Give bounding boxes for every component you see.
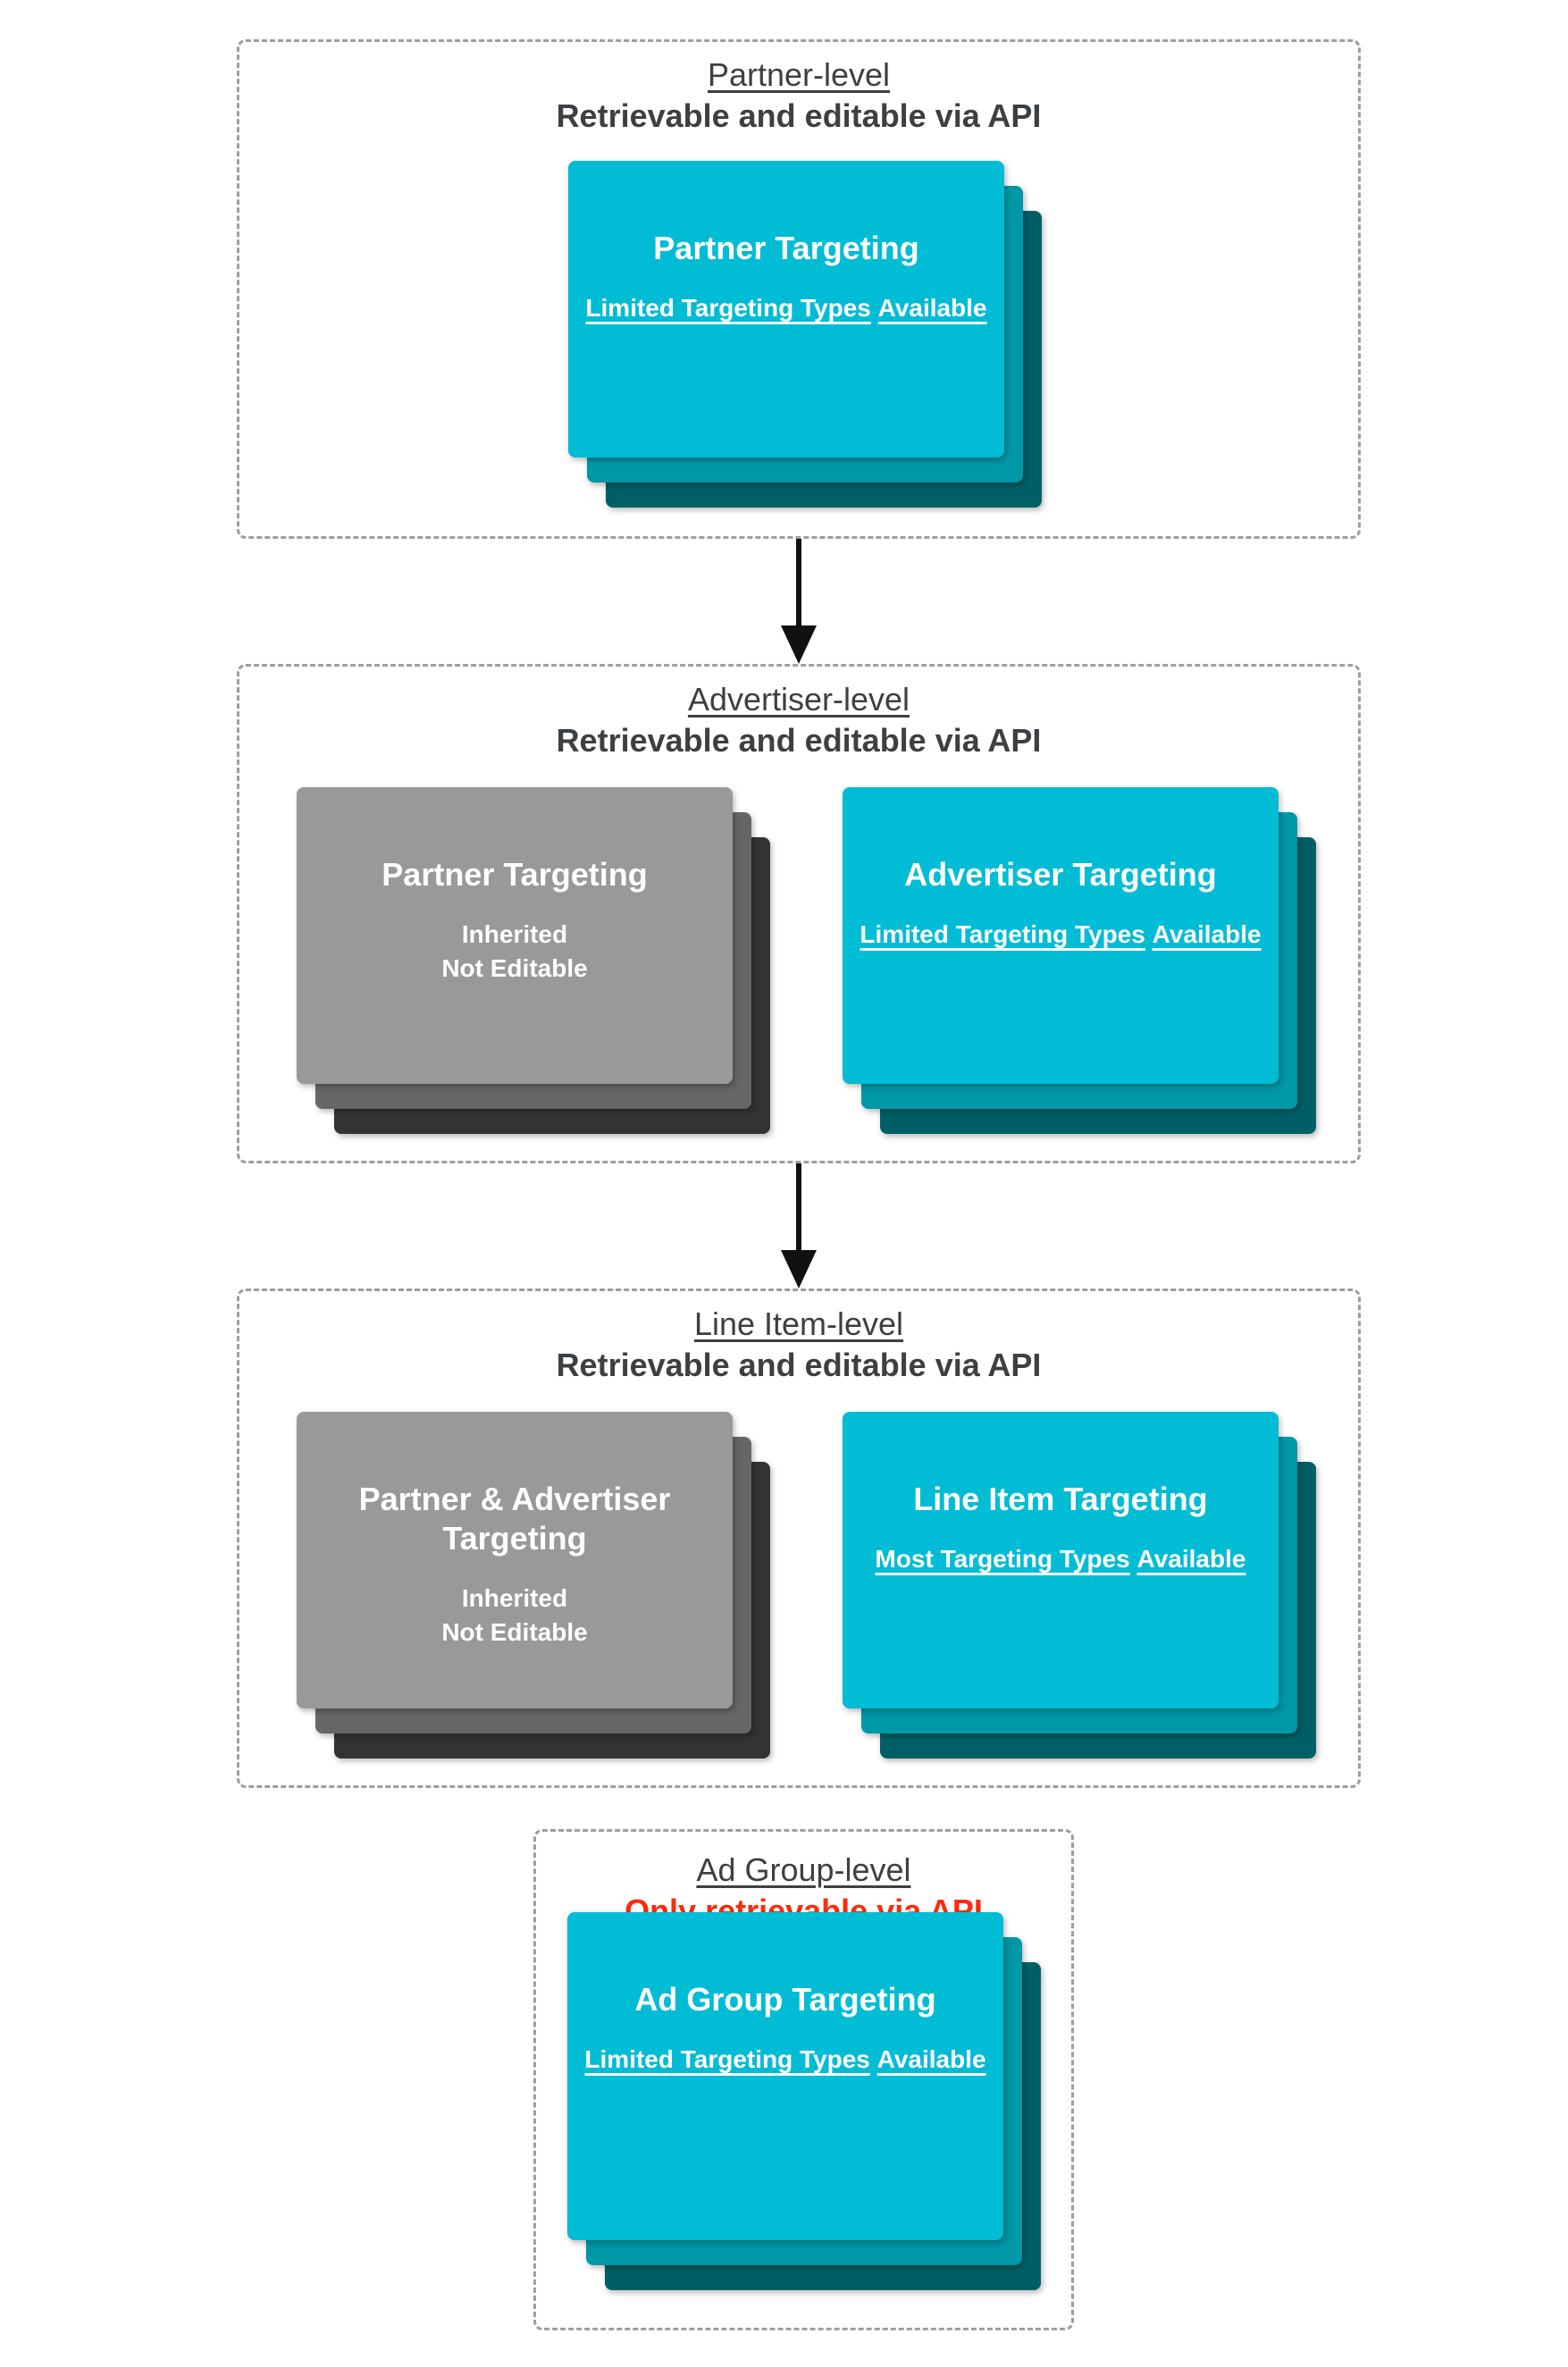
- arrow-head-icon: [781, 625, 817, 664]
- card-title: Partner Targeting: [297, 855, 733, 894]
- section-subtitle: Retrievable and editable via API: [556, 722, 1042, 759]
- section-header: Advertiser-level Retrievable and editabl…: [239, 679, 1358, 761]
- section-title: Advertiser-level: [687, 681, 910, 718]
- section-partner-level: Partner-level Retrievable and editable v…: [237, 39, 1361, 539]
- card-body: Most Targeting Types Available: [843, 1542, 1279, 1576]
- section-title: Ad Group-level: [696, 1851, 911, 1888]
- card-line-item-targeting: Line Item Targeting Most Targeting Types…: [843, 1412, 1279, 1708]
- card-body-line: Most Targeting Types: [875, 1545, 1130, 1573]
- card-title-line: Partner Targeting: [653, 230, 919, 266]
- card-title-line: Partner & Advertiser: [358, 1481, 671, 1517]
- card-body-line: Available: [1152, 920, 1262, 948]
- arrow-shaft: [796, 1163, 801, 1252]
- card-title: Ad Group Targeting: [567, 1980, 1003, 2019]
- card-body-line: Inherited: [461, 1584, 568, 1612]
- card-body-line: Limited Targeting Types: [584, 2045, 870, 2073]
- section-header: Partner-level Retrievable and editable v…: [239, 55, 1358, 137]
- section-line-item-level: Line Item-level Retrievable and editable…: [237, 1288, 1361, 1788]
- card-body-line: Limited Targeting Types: [859, 920, 1145, 948]
- card-body-line: Not Editable: [441, 954, 588, 982]
- section-subtitle: Retrievable and editable via API: [556, 1347, 1042, 1383]
- card-stack-advertiser-targeting: Advertiser Targeting Limited Targeting T…: [843, 787, 1316, 1134]
- card-stack-line-item-targeting: Line Item Targeting Most Targeting Types…: [843, 1412, 1316, 1758]
- card-body-line: Not Editable: [441, 1618, 588, 1646]
- section-header: Ad Group-level Only retrievable via API: [536, 1850, 1071, 1932]
- card-body: Inherited Not Editable: [297, 1582, 733, 1649]
- card-title: Partner Targeting: [568, 229, 1004, 268]
- card-title-line: Advertiser Targeting: [904, 856, 1217, 893]
- card-body: Limited Targeting Types Available: [568, 291, 1004, 325]
- card-title-line: Ad Group Targeting: [634, 1981, 936, 2018]
- card-stack-inherited-partner-targeting: Partner Targeting Inherited Not Editable: [297, 787, 770, 1134]
- card-title: Advertiser Targeting: [843, 855, 1279, 894]
- card-body-line: Available: [876, 2045, 986, 2073]
- card-stack-ad-group-targeting: Ad Group Targeting Limited Targeting Typ…: [567, 1912, 1041, 2290]
- card-body-line: Inherited: [461, 920, 568, 948]
- section-title: Line Item-level: [693, 1305, 904, 1342]
- arrow-shaft: [796, 539, 801, 627]
- card-body-line: Available: [1136, 1545, 1246, 1573]
- card-partner-targeting-inherited: Partner Targeting Inherited Not Editable: [297, 787, 733, 1084]
- card-advertiser-targeting: Advertiser Targeting Limited Targeting T…: [843, 787, 1279, 1084]
- card-body: Limited Targeting Types Available: [567, 2043, 1003, 2077]
- card-title-line: Targeting: [442, 1520, 587, 1557]
- card-body: Inherited Not Editable: [297, 918, 733, 986]
- card-body-line: Available: [877, 294, 987, 322]
- section-title: Partner-level: [707, 56, 891, 93]
- card-stack-inherited-partner-advertiser-targeting: Partner & Advertiser Targeting Inherited…: [297, 1412, 770, 1758]
- section-header: Line Item-level Retrievable and editable…: [239, 1304, 1358, 1386]
- card-partner-advertiser-targeting-inherited: Partner & Advertiser Targeting Inherited…: [297, 1412, 733, 1708]
- card-ad-group-targeting: Ad Group Targeting Limited Targeting Typ…: [567, 1912, 1003, 2240]
- card-title: Line Item Targeting: [843, 1480, 1279, 1519]
- card-title-line: Line Item Targeting: [913, 1481, 1208, 1517]
- section-subtitle: Retrievable and editable via API: [556, 97, 1042, 134]
- arrow-head-icon: [781, 1250, 817, 1288]
- card-title-line: Partner Targeting: [382, 856, 648, 893]
- card-stack-partner-targeting: Partner Targeting Limited Targeting Type…: [568, 161, 1042, 508]
- section-advertiser-level: Advertiser-level Retrievable and editabl…: [237, 664, 1361, 1163]
- card-body-line: Limited Targeting Types: [585, 294, 871, 322]
- section-ad-group-level: Ad Group-level Only retrievable via API …: [533, 1829, 1074, 2330]
- card-partner-targeting: Partner Targeting Limited Targeting Type…: [568, 161, 1004, 457]
- card-body: Limited Targeting Types Available: [843, 918, 1279, 952]
- card-title: Partner & Advertiser Targeting: [297, 1480, 733, 1558]
